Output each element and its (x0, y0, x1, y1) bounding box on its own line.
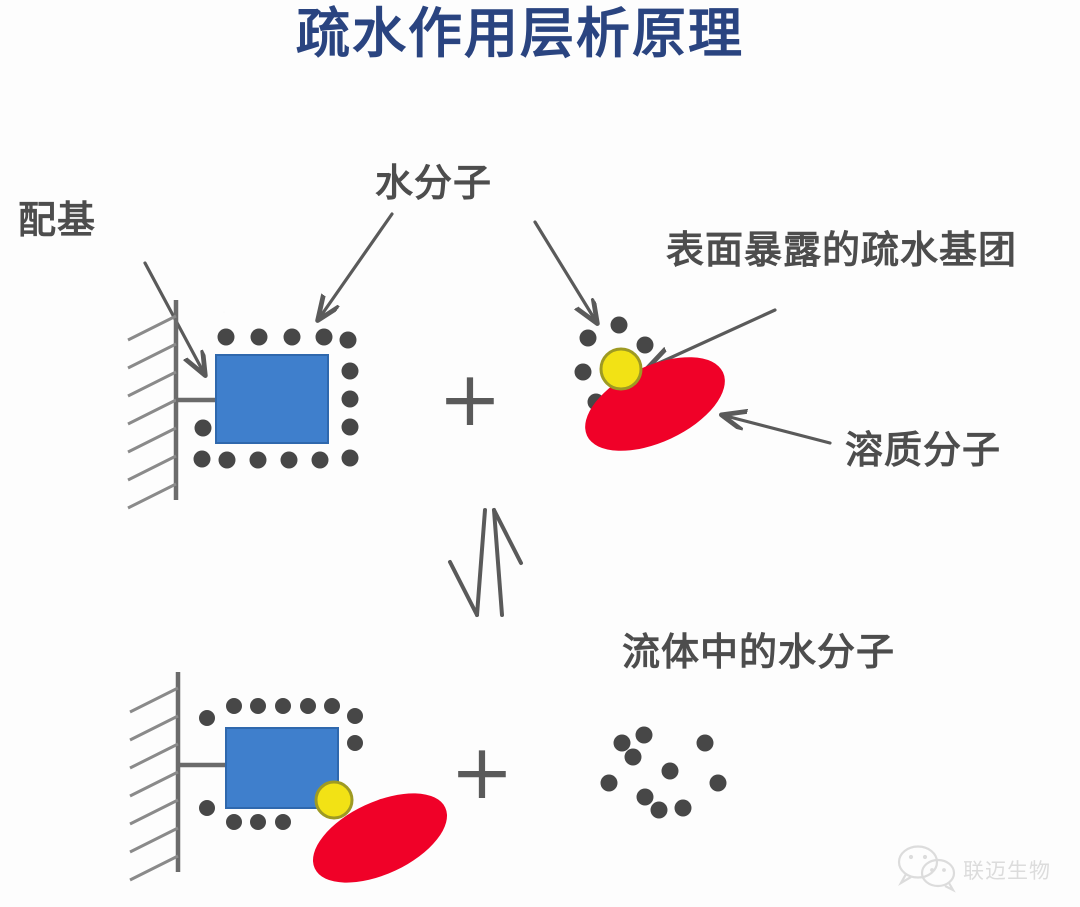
wechat-icon (897, 845, 956, 893)
label-water-molecule: 水分子 (375, 161, 492, 205)
solute-ellipse-top (585, 357, 725, 451)
plus-sign-top: + (438, 354, 502, 443)
equilibrium-arrows (448, 508, 523, 617)
hydration-shell-top-ligand (193, 311, 359, 469)
wall-top (127, 300, 179, 510)
free-water-cluster (600, 726, 727, 819)
arrow-solute-molecule (722, 415, 832, 445)
arrow-water-right (533, 220, 597, 323)
ligand-block-top (215, 354, 329, 444)
watermark-label: 联迈生物 (963, 859, 1051, 883)
arrow-hydrophobic-group (648, 308, 777, 368)
hydrophobic-patch-top (599, 347, 643, 391)
label-solute-molecule: 溶质分子 (845, 428, 1001, 472)
arrow-water-left (318, 212, 394, 320)
solute-ellipse-bottom (312, 793, 448, 883)
watermark: 联迈生物 (897, 845, 1051, 893)
hydrophobic-patch-bottom (314, 780, 354, 820)
hydration-shell-bottom-ligand (199, 698, 363, 830)
label-water-in-fluid: 流体中的水分子 (622, 630, 895, 674)
wall-bottom (129, 672, 181, 882)
plus-sign-bottom: + (450, 727, 514, 816)
label-ligand: 配基 (18, 198, 96, 242)
page-title: 疏水作用层析原理 (296, 2, 744, 65)
label-exposed-hydrophobic-group: 表面暴露的疏水基团 (666, 228, 1017, 272)
